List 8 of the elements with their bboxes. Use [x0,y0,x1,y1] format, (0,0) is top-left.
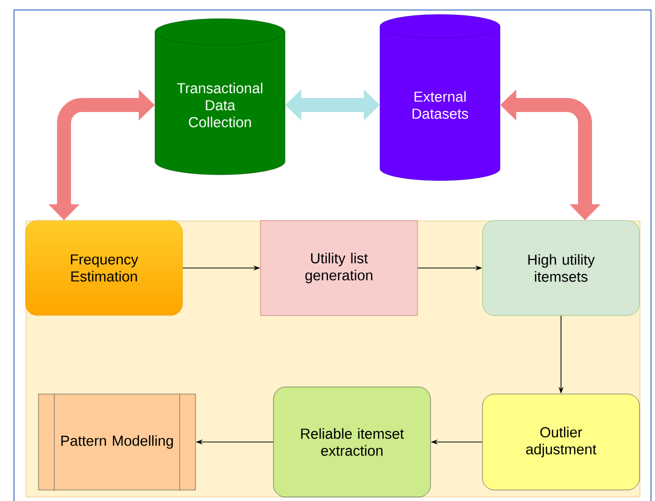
process-box: Outlier adjustment [482,394,640,490]
process-box: High utility itemsets [482,220,640,316]
database-cylinder: Transactional Data Collection [154,18,286,175]
process-box: Utility list generation [260,220,418,316]
process-box: Reliable itemset extraction [273,386,431,498]
process-box: Frequency Estimation [25,220,183,316]
subprocess-box: Pattern Modelling [38,394,196,490]
database-cylinder: External Datasets [380,14,500,181]
